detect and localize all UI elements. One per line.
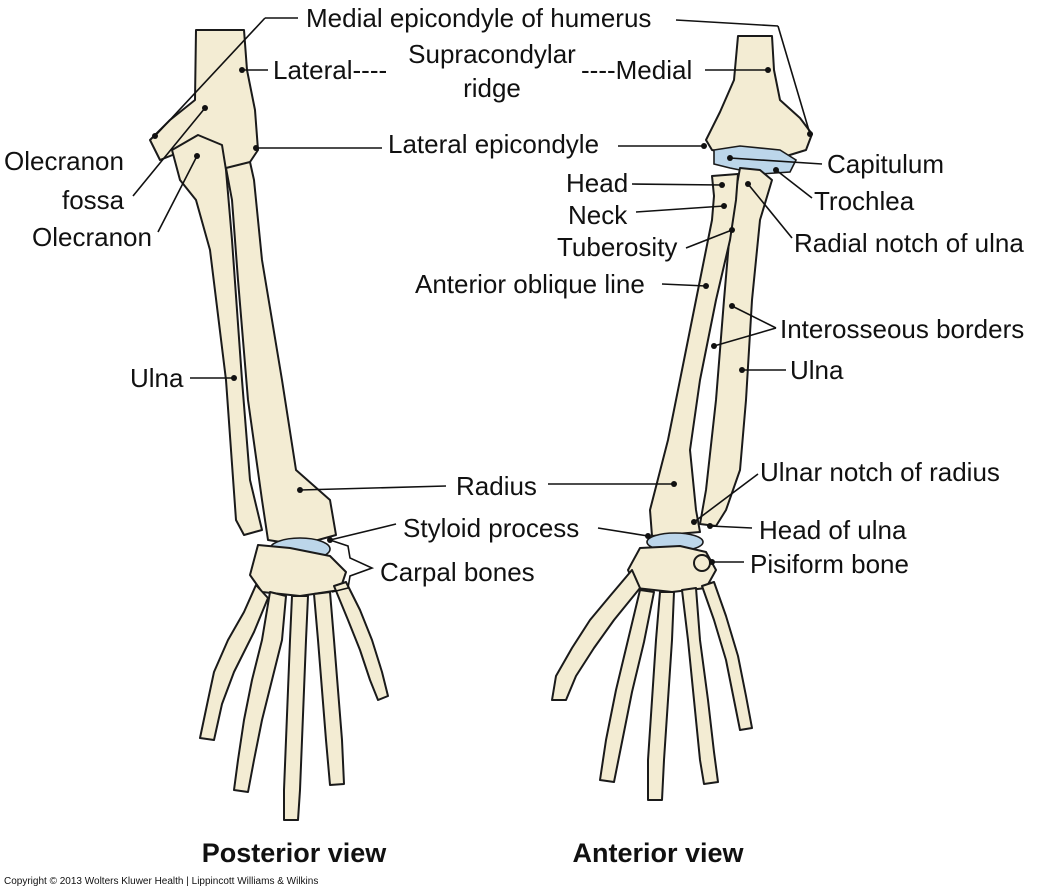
label-ulna-anterior: Ulna <box>790 355 844 385</box>
anterior-humerus <box>705 35 813 159</box>
posterior-ulna <box>171 134 263 536</box>
posterior-forearm <box>149 29 389 821</box>
label-olecranon: Olecranon <box>32 222 152 252</box>
posterior-little-finger <box>333 581 389 701</box>
label-lateral-epicondyle: Lateral epicondyle <box>388 129 599 159</box>
anterior-middle-finger <box>647 591 675 801</box>
posterior-ring-finger <box>313 591 345 786</box>
caption-anterior-view: Anterior view <box>572 838 744 868</box>
posterior-index-finger <box>233 591 287 793</box>
label-radius: Radius <box>456 471 537 501</box>
label-lateral: Lateral---- <box>273 55 387 85</box>
anterior-index-finger <box>599 589 655 783</box>
posterior-thumb <box>199 584 269 741</box>
label-tuberosity: Tuberosity <box>557 232 677 262</box>
anterior-pisiform <box>693 554 711 572</box>
label-ridge: ridge <box>463 73 521 103</box>
label-ulnar-notch-of-radius: Ulnar notch of radius <box>760 457 1000 487</box>
posterior-middle-finger <box>283 595 309 821</box>
anterior-ulna <box>699 167 773 527</box>
label-olecranon-fossa-line2: fossa <box>62 185 125 215</box>
label-medial-epicondyle-of-humerus: Medial epicondyle of humerus <box>306 3 651 33</box>
labels: Medial epicondyle of humerus Lateral----… <box>4 3 1024 887</box>
label-head-of-ulna: Head of ulna <box>759 515 907 545</box>
label-interosseous-borders: Interosseous borders <box>780 314 1024 344</box>
posterior-carpals <box>249 544 347 597</box>
label-anterior-oblique-line: Anterior oblique line <box>415 269 645 299</box>
label-neck: Neck <box>568 200 628 230</box>
label-styloid-process: Styloid process <box>403 513 579 543</box>
label-trochlea: Trochlea <box>814 186 915 216</box>
anterior-little-finger <box>701 581 753 731</box>
label-capitulum: Capitulum <box>827 149 944 179</box>
caption-posterior-view: Posterior view <box>202 838 388 868</box>
label-supracondylar: Supracondylar <box>408 39 576 69</box>
anterior-thumb <box>551 569 641 701</box>
label-radial-notch-of-ulna: Radial notch of ulna <box>794 228 1024 258</box>
anterior-forearm <box>551 35 813 801</box>
label-carpal-bones: Carpal bones <box>380 557 535 587</box>
anterior-ring-finger <box>681 587 719 785</box>
copyright-notice: Copyright © 2013 Wolters Kluwer Health |… <box>4 876 318 887</box>
label-head: Head <box>566 168 628 198</box>
label-olecranon-fossa-line1: Olecranon <box>4 146 124 176</box>
label-pisiform-bone: Pisiform bone <box>750 549 909 579</box>
posterior-radius <box>225 161 337 546</box>
anterior-radius <box>649 173 739 537</box>
label-medial: ----Medial <box>581 55 692 85</box>
leader-lines <box>132 17 823 593</box>
label-ulna-posterior: Ulna <box>130 363 184 393</box>
